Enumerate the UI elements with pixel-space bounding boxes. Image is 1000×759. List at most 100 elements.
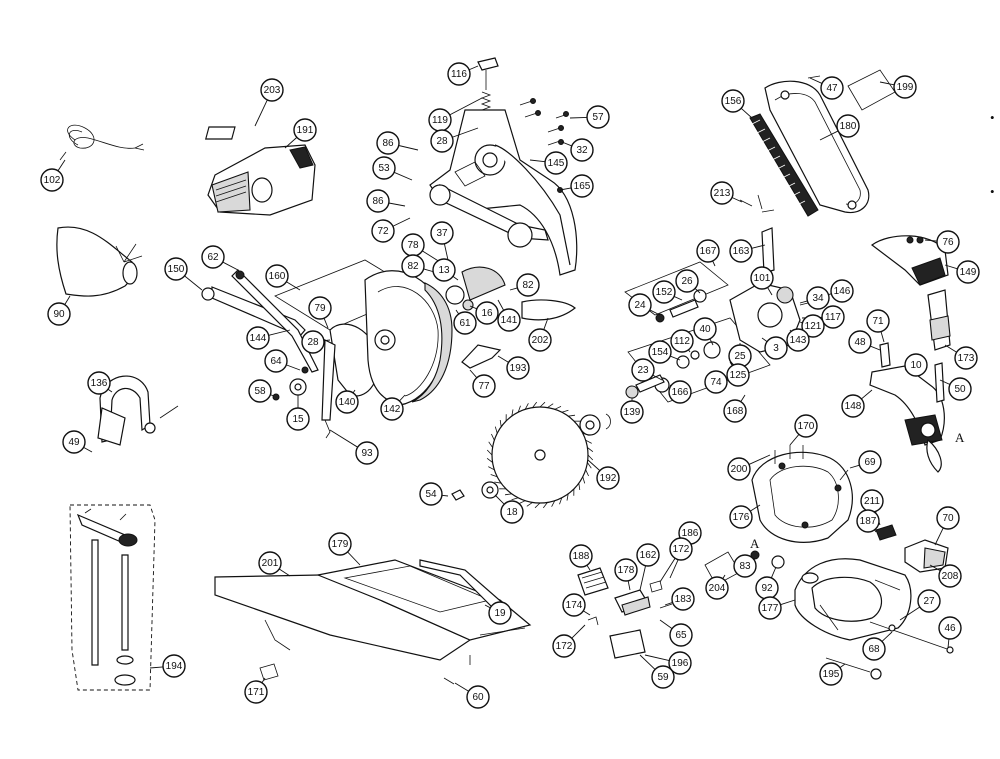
callout-number: 156 bbox=[725, 96, 742, 107]
callout-number: 141 bbox=[501, 315, 518, 326]
callout-bubble bbox=[841, 394, 865, 418]
callout-bubble bbox=[372, 156, 396, 180]
washer-68-drawing bbox=[888, 624, 896, 632]
part-callout-28: 28 bbox=[430, 129, 454, 153]
washer-15-inner bbox=[294, 383, 302, 391]
flange-13-drawing bbox=[445, 285, 465, 305]
callout-bubble bbox=[726, 363, 750, 387]
callout-bubble bbox=[948, 377, 972, 401]
leader-line-200 bbox=[748, 454, 771, 465]
leader-line-116 bbox=[468, 65, 479, 71]
callout-bubble bbox=[729, 505, 753, 529]
callout-bubble bbox=[371, 219, 395, 243]
callout-number: 48 bbox=[854, 337, 866, 348]
nut-83-drawing bbox=[750, 550, 760, 560]
part-callout-179: 179 bbox=[328, 532, 352, 556]
leader-line-72 bbox=[392, 217, 411, 227]
callout-bubble bbox=[801, 314, 825, 338]
callout-bubble bbox=[62, 430, 86, 454]
callout-number: 10 bbox=[910, 360, 922, 371]
leader-line-188 bbox=[586, 565, 591, 571]
part-callout-143: 143 bbox=[786, 328, 810, 352]
callout-number: 25 bbox=[734, 351, 746, 362]
callout-bubble bbox=[848, 330, 872, 354]
callout-number: 79 bbox=[314, 303, 326, 314]
leader-line-203 bbox=[254, 99, 268, 127]
carry-handle-drawing bbox=[97, 375, 179, 446]
callout-number: 160 bbox=[269, 271, 286, 282]
callout-number: 199 bbox=[897, 82, 914, 93]
part-callout-46: 46 bbox=[938, 616, 962, 640]
part-callout-173: 173 bbox=[954, 346, 978, 370]
leader-line-79 bbox=[323, 318, 329, 329]
leader-line-101 bbox=[767, 287, 773, 296]
callout-number: 121 bbox=[805, 321, 822, 332]
callout-bubble bbox=[596, 466, 620, 490]
outer-flange-inner bbox=[585, 420, 595, 430]
callout-number: 18 bbox=[506, 507, 518, 518]
part-callout-119: 119 bbox=[428, 108, 452, 132]
callout-number: 180 bbox=[840, 121, 857, 132]
pivot-link-93 bbox=[324, 419, 331, 439]
callout-bubble bbox=[432, 258, 456, 282]
callout-number: 166 bbox=[672, 387, 689, 398]
part-callout-16: 16 bbox=[475, 301, 499, 325]
part-callout-146: 146 bbox=[830, 279, 854, 303]
callout-bubble bbox=[466, 685, 490, 709]
callout-number: 192 bbox=[600, 473, 617, 484]
callout-number: 150 bbox=[168, 264, 185, 275]
callout-bubble bbox=[820, 76, 844, 100]
part-callout-176: 176 bbox=[729, 505, 753, 529]
callout-number: 101 bbox=[754, 273, 771, 284]
leader-line-171 bbox=[261, 677, 266, 683]
callout-bubble bbox=[668, 380, 692, 404]
part-callout-199: 199 bbox=[893, 75, 917, 99]
callout-number: 57 bbox=[592, 112, 604, 123]
deflector-202-drawing bbox=[521, 299, 576, 321]
callout-number: 119 bbox=[432, 115, 448, 126]
callout-number: 64 bbox=[270, 356, 282, 367]
callout-bubble bbox=[265, 264, 289, 288]
block-187-drawing bbox=[875, 524, 897, 541]
part-callout-172: 172 bbox=[552, 634, 576, 658]
callout-number: 203 bbox=[264, 85, 281, 96]
part-callout-102: 102 bbox=[40, 168, 64, 192]
leader-line-13 bbox=[452, 276, 459, 281]
callout-number: 13 bbox=[438, 265, 450, 276]
cable-tie-195-loop bbox=[870, 668, 882, 680]
callout-bubble bbox=[355, 441, 379, 465]
callout-bubble bbox=[704, 370, 728, 394]
edge-mark-mid: • bbox=[990, 184, 995, 199]
column-kit-drawing bbox=[69, 504, 156, 691]
part-callout-136: 136 bbox=[87, 371, 111, 395]
leader-line-102 bbox=[57, 159, 66, 172]
part-callout-148: 148 bbox=[841, 394, 865, 418]
callout-bubble bbox=[366, 189, 390, 213]
part-callout-204: 204 bbox=[705, 576, 729, 600]
screw-58-drawing bbox=[272, 393, 280, 401]
callout-bubble bbox=[164, 257, 188, 281]
part-callout-140: 140 bbox=[335, 390, 359, 414]
leader-line-213 bbox=[731, 197, 743, 203]
part-callout-79: 79 bbox=[308, 296, 332, 320]
callout-number: 177 bbox=[762, 603, 779, 614]
callout-number: 54 bbox=[425, 489, 437, 500]
part-callout-68: 68 bbox=[862, 637, 886, 661]
part-callout-183: 183 bbox=[671, 587, 695, 611]
part-callout-180: 180 bbox=[836, 114, 860, 138]
part-callout-171: 171 bbox=[244, 680, 268, 704]
callout-bubble bbox=[858, 450, 882, 474]
callout-number: 146 bbox=[834, 286, 851, 297]
part-callout-18: 18 bbox=[500, 500, 524, 524]
leader-line-172 bbox=[659, 558, 676, 583]
callout-bubble bbox=[552, 634, 576, 658]
callout-bubble bbox=[260, 78, 284, 102]
callout-bubble bbox=[727, 457, 751, 481]
part-callout-145: 145 bbox=[544, 151, 568, 175]
callout-bubble bbox=[447, 62, 471, 86]
part-callout-53: 53 bbox=[372, 156, 396, 180]
callout-number: 37 bbox=[436, 228, 448, 239]
leader-line-18 bbox=[494, 494, 505, 505]
callout-bubble bbox=[497, 308, 521, 332]
